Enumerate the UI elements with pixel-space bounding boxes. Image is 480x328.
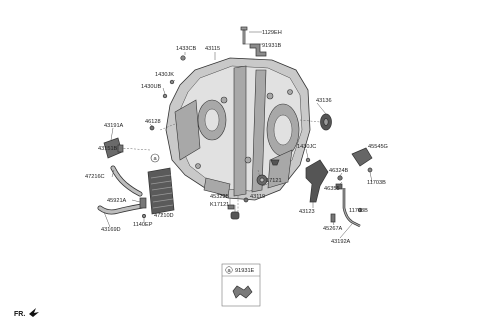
label-1433CB: 1433CB: [176, 46, 196, 52]
label-11703B-top: 11703B: [367, 180, 386, 186]
plug-46128: [149, 125, 155, 131]
label-46324B: 46324B: [329, 168, 349, 174]
label-47216C: 47216C: [85, 174, 105, 180]
label-1129EH: 1129EH: [262, 30, 282, 36]
plug-K17121: [230, 211, 240, 220]
label-43119: 43119: [250, 194, 265, 200]
inset-marker-text: a: [227, 268, 231, 274]
bracket-91931E: [232, 285, 253, 299]
callout-a-text: a: [153, 156, 157, 162]
label-17121: 17121: [266, 178, 282, 184]
lever-43123: [305, 159, 329, 203]
hose-47216C: [110, 165, 143, 197]
label-1430UB: 1430UB: [141, 84, 161, 90]
inset-part-number: 91931E: [235, 268, 255, 274]
cooler-47210D: [147, 167, 175, 215]
hose-43169D: [97, 203, 145, 215]
bolt-1430JC: [305, 157, 311, 163]
label-43136: 43136: [316, 98, 332, 104]
label-1140EP: 1140EP: [133, 222, 153, 228]
shift-cable-43192A: [342, 188, 361, 228]
front-arrow-icon: [29, 308, 39, 317]
bolt-11703B-top: [367, 167, 373, 173]
transmission-case: [165, 57, 311, 201]
label-47210D: 47210D: [154, 213, 174, 219]
label-45545G: 45545G: [368, 144, 388, 150]
label-1430JK: 1430JK: [155, 72, 174, 78]
front-direction-indicator: FR.: [14, 308, 39, 318]
leader-lines: [103, 31, 373, 239]
sensor-46355: [335, 183, 343, 190]
bolt-1140EP: [142, 214, 146, 218]
inset-91931E: a 91931E: [221, 263, 261, 307]
callout-a-marker: a: [150, 153, 160, 163]
plug-45323B: [227, 204, 235, 210]
fr-label: FR.: [14, 311, 25, 318]
seal-43136: [320, 113, 332, 131]
label-45323B: 45323B: [210, 194, 230, 200]
cap-47121: [270, 159, 280, 166]
bolt-1430JK: [169, 79, 175, 85]
part-labels: 1129EH 91931B 1433CB 43115 1430JK 1430UB…: [85, 30, 388, 245]
label-43115: 43115: [205, 46, 220, 52]
pin-45267A: [330, 213, 336, 223]
bolt-1430UB: [162, 93, 168, 99]
bolt-46324B: [337, 175, 343, 181]
label-43191A: 43191A: [104, 123, 124, 129]
label-45921A: 45921A: [107, 198, 127, 204]
clip-43151B: [117, 144, 124, 153]
label-91931B: 91931B: [262, 43, 282, 49]
label-45267A: 45267A: [323, 226, 343, 232]
bolt-1129EH: [240, 26, 248, 45]
label-1430JC: 1430JC: [297, 144, 316, 150]
label-46128: 46128: [145, 119, 161, 125]
label-11703B-bottom: 11703B: [349, 208, 368, 214]
label-43169D: 43169D: [101, 227, 121, 233]
label-43192A: 43192A: [331, 239, 351, 245]
label-46355: 46355: [324, 186, 340, 192]
fitting-45921A: [139, 197, 147, 209]
label-K17121: K17121: [210, 202, 229, 208]
assembly-lines: [119, 119, 321, 212]
shift-bracket-45545G: [351, 147, 373, 167]
bracket-91931B: [249, 43, 267, 57]
label-43151B: 43151B: [98, 146, 118, 152]
bolt-1433CB: [180, 55, 186, 61]
label-43123: 43123: [299, 209, 315, 215]
